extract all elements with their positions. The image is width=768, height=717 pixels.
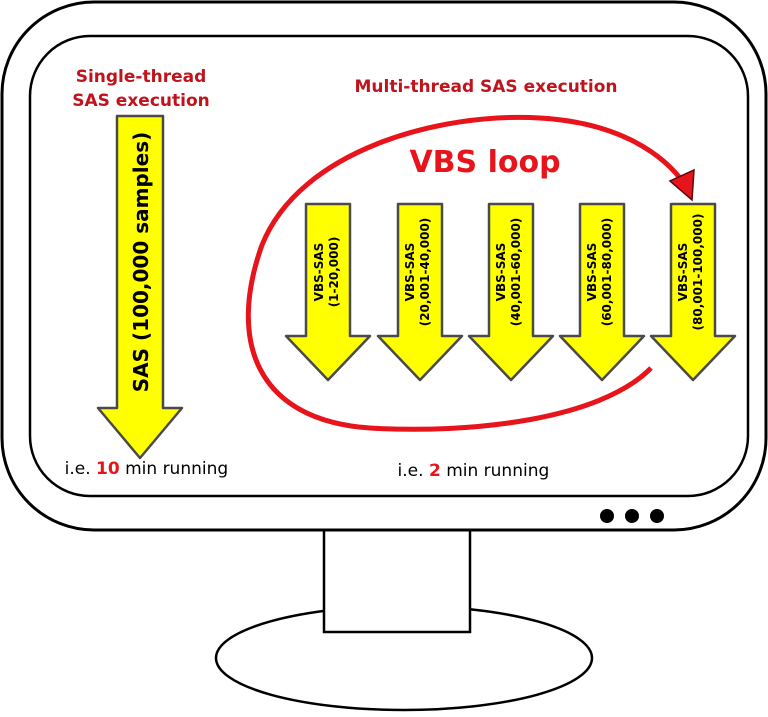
vbs-arrow-1-line2: (1-20,000) [327, 237, 341, 308]
vbs-arrow-3-line2: (40,001-60,000) [509, 218, 523, 327]
vbs-loop-label: VBS loop [409, 145, 560, 180]
vbs-loop-arc [245, 114, 689, 432]
vbs-arrow-5: VBS-SAS (80,001-100,000) [649, 202, 737, 382]
vbs-loop-arrowhead-icon [668, 168, 695, 202]
multi-thread-title: Multi-thread SAS execution [354, 77, 617, 97]
single-thread-minutes: 10 [96, 459, 120, 479]
vbs-arrow-1-line1: VBS-SAS [312, 243, 326, 302]
vbs-arrow-3: VBS-SAS (40,001-60,000) [467, 202, 555, 382]
vbs-arrow-5-line1: VBS-SAS [676, 243, 690, 302]
single-thread-arrow-label: SAS (100,000 samples) [129, 132, 153, 392]
vbs-arrow-3-line1: VBS-SAS [494, 243, 508, 302]
vbs-arrow-4-line2: (60,001-80,000) [600, 218, 614, 327]
multi-thread-minutes: 2 [429, 461, 441, 481]
single-thread-title-line1: Single-thread [76, 67, 207, 87]
vbs-arrow-4-line1: VBS-SAS [585, 243, 599, 302]
single-thread-arrow [96, 114, 184, 460]
vbs-arrow-2-line1: VBS-SAS [403, 243, 417, 302]
vbs-arrow-1: VBS-SAS (1-20,000) [284, 202, 372, 382]
vbs-arrow-2: VBS-SAS (20,001-40,000) [376, 202, 464, 382]
monitor-neck [322, 518, 472, 634]
monitor-buttons-icon[interactable] [600, 509, 664, 523]
monitor-screen [28, 34, 750, 498]
multi-thread-caption: i.e. 2 min running [371, 461, 566, 481]
single-thread-title-line2: SAS execution [72, 91, 210, 111]
vbs-arrow-2-line2: (20,001-40,000) [418, 218, 432, 327]
vbs-arrow-4: VBS-SAS (60,001-80,000) [558, 202, 646, 382]
single-thread-caption: i.e. 10 min running [38, 459, 245, 479]
vbs-arrow-5-line2: (80,001-100,000) [691, 214, 705, 331]
